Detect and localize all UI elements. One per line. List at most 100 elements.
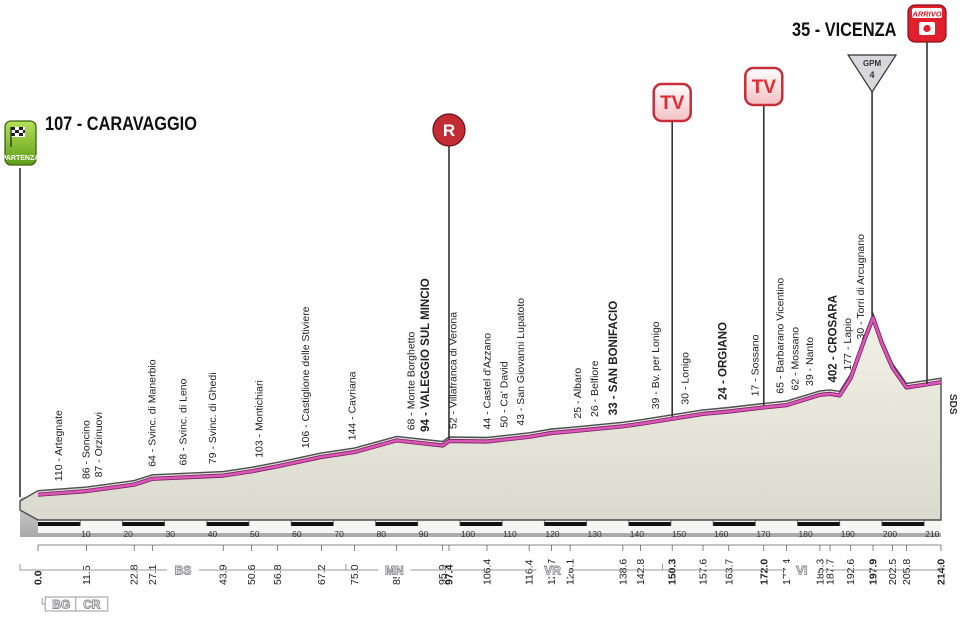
distance-label: 27.1 (147, 564, 159, 585)
km-scale-black-segment (713, 522, 756, 526)
route-line (37, 316, 942, 496)
km-tick-label: 80 (377, 529, 387, 539)
province-code: BG (52, 598, 70, 612)
province-upper-bar: BS MN VR VI (19, 563, 942, 578)
tv-marker-1: TV (652, 82, 692, 417)
gpm-badge (846, 54, 898, 94)
tv2-badge (744, 66, 784, 107)
distance-label: 214.0 (936, 559, 948, 585)
start-town-label: 107 - CARAVAGGIO (45, 114, 197, 135)
distance-label: 22.8 (129, 564, 141, 585)
km-scale-black-segment (375, 522, 418, 526)
tv1-badge-text: TV (660, 93, 685, 114)
km-tick-label: 170 (756, 529, 770, 539)
province-box (785, 563, 818, 577)
place-label: 50 - Ca' David (498, 361, 510, 427)
distance-label: 106.4 (482, 559, 494, 585)
km-scale-black-segment (291, 522, 334, 526)
place-label: 39 - Nanto (804, 337, 816, 386)
km-tick-label: 60 (292, 529, 302, 539)
distance-label: 197.9 (868, 559, 880, 585)
distance-label: 67.2 (316, 564, 328, 585)
start-marker: PARTENZA (2, 120, 39, 497)
km-tick-label: 50 (250, 529, 260, 539)
distance-label: 192.6 (845, 559, 857, 585)
place-label: 25 - Albaro (572, 368, 584, 419)
km-tick-label: 180 (799, 529, 813, 539)
place-label: 110 - Artegnate (53, 410, 65, 481)
km-scale-black-segment (797, 522, 840, 526)
place-label: 68 - Monte Borghetto (405, 331, 417, 430)
province-lower-bar: BG CR (41, 596, 109, 612)
finish-marker: ARRIVO (907, 4, 947, 384)
km-tick-label: 160 (714, 529, 728, 539)
km-scale-black-segment (38, 522, 81, 526)
province-box (536, 563, 569, 577)
distance-label: 50.6 (246, 564, 258, 585)
gpm-label: GPM (863, 59, 882, 68)
distance-label: 205.8 (901, 559, 913, 585)
distance-label: 0.0 (33, 570, 45, 585)
checkered-flag-icon (10, 127, 25, 147)
km-tick-label: 210 (925, 529, 939, 539)
km-scale-black-segment (628, 522, 671, 526)
km-tick-label: 20 (123, 529, 133, 539)
place-label: 79 - Svinc. di Ghedi (207, 372, 219, 464)
distance-label: 116.4 (524, 559, 536, 585)
distance-label: 157.6 (698, 559, 710, 585)
distance-label: 43.9 (218, 564, 230, 585)
place-label: 24 - ORGIANO (718, 322, 730, 400)
km-scale-black-segment (206, 522, 249, 526)
distance-label: 75.0 (349, 564, 361, 585)
province-code: VI (796, 564, 807, 578)
km-tick-label: 190 (841, 529, 855, 539)
place-label: 62 - Mossano (789, 327, 801, 391)
km-tick-label: 100 (461, 529, 475, 539)
r-badge-text: R (443, 121, 455, 140)
distance-label: 150.3 (667, 559, 679, 585)
place-label: 43 - San Giovanni Lupatoto (515, 298, 527, 426)
province-code: MN (385, 564, 404, 578)
distance-label: 97.4 (444, 564, 456, 585)
province-box (167, 563, 200, 577)
km-tick-label: 140 (630, 529, 644, 539)
km-tick-label: 70 (334, 529, 344, 539)
place-label: 30 - Torri di Arcugnano (855, 234, 867, 340)
km-scale-black-segment (122, 522, 165, 526)
km-tick-label: 200 (883, 529, 897, 539)
km-tick-label: 130 (588, 529, 602, 539)
km-tick-label: 40 (208, 529, 218, 539)
refreshment-marker: R (432, 113, 466, 440)
place-label: 39 - Bv. per Lonigo (650, 321, 662, 409)
km-scale-black-segment (460, 522, 503, 526)
tv-marker-2: TV (744, 66, 784, 406)
distance-label: 187.7 (825, 559, 837, 585)
place-label: 64 - Svinc. di Manerbio (146, 359, 158, 467)
province-code: VR (544, 564, 561, 578)
place-label: 65 - Barbarano Vicentino (775, 278, 787, 394)
km-tick-label: 30 (166, 529, 176, 539)
distance-label: 138.6 (617, 559, 629, 585)
place-label: 87 - Orzinuovi (93, 412, 105, 477)
km-tick-label: 150 (672, 529, 686, 539)
place-label: 68 - Svinc. di Leno (178, 378, 190, 465)
place-label: 33 - SAN BONIFACIO (608, 301, 620, 415)
r-badge (432, 113, 466, 147)
distance-label: 11.5 (81, 565, 93, 585)
place-label: 106 - Castiglione delle Stiviere (300, 306, 312, 448)
place-label: 402 - CROSARA (827, 295, 839, 383)
place-label: 17 - Sossano (749, 334, 761, 396)
gpm-category: 4 (870, 70, 875, 80)
distance-label: 172.0 (758, 559, 770, 585)
km-tick-label: 120 (545, 529, 559, 539)
finish-badge-text: ARRIVO (911, 10, 941, 19)
km-tick-label: 10 (81, 529, 91, 539)
distance-label: 142.8 (635, 559, 647, 585)
province-box (378, 563, 411, 577)
province-box (75, 596, 109, 612)
place-label: 103 - Montichiari (254, 380, 266, 458)
distance-label: 163.7 (723, 559, 735, 585)
province-code: CR (83, 598, 101, 612)
province-code: BS (175, 564, 192, 578)
